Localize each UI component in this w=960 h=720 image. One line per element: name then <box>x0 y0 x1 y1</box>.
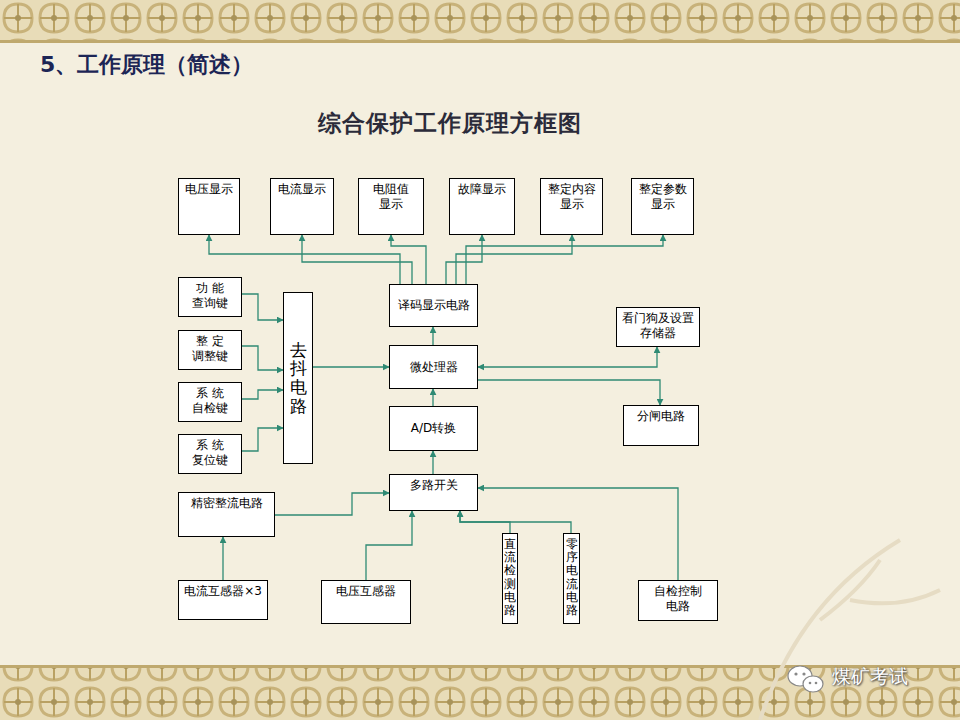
box-label: 电压显示 <box>185 182 233 197</box>
signal-arrow <box>466 235 663 284</box>
box-label: 微处理器 <box>410 360 458 375</box>
block-box: 看门狗及设置存储器 <box>616 307 700 347</box>
box-label: 整 定 调整键 <box>190 334 230 364</box>
top-rule <box>0 40 960 43</box>
box-label: 整定参数显示 <box>638 182 688 212</box>
block-box: 故障显示 <box>449 178 515 235</box>
box-label: 整定内容显示 <box>547 182 597 212</box>
box-label: 去抖电路 <box>290 341 307 416</box>
signal-arrow <box>432 451 433 474</box>
bottom-rule <box>0 665 960 668</box>
signal-arrow <box>432 389 433 406</box>
block-box: 整定参数显示 <box>631 178 694 235</box>
box-label: 看门狗及设置存储器 <box>620 311 696 341</box>
wechat-icon <box>788 666 823 692</box>
signal-arrow <box>242 346 283 370</box>
signal-arrow <box>478 380 660 405</box>
block-box: A/D转换 <box>389 406 478 451</box>
box-label: 系 统 自检键 <box>190 386 230 416</box>
box-label: A/D转换 <box>411 421 457 436</box>
box-label: 电阻值显示 <box>372 182 410 212</box>
box-label: 多路开关 <box>410 478 458 493</box>
block-box: 译码显示电路 <box>389 284 478 327</box>
faint-branch <box>760 540 940 720</box>
signal-arrow <box>302 235 412 284</box>
vertical-box: 去抖电路 <box>283 292 313 464</box>
signal-arrow <box>446 235 482 284</box>
signal-arrow <box>313 366 389 367</box>
diagram-title: 综合保护工作原理方框图 <box>0 108 930 139</box>
box-label: 电流显示 <box>278 182 326 197</box>
signal-arrow <box>242 390 283 399</box>
top-band <box>0 0 960 40</box>
block-box: 整定内容显示 <box>540 178 603 235</box>
signal-arrow <box>222 537 223 580</box>
box-label: 功 能 查询键 <box>190 281 230 311</box>
block-box: 多路开关 <box>389 474 478 511</box>
block-box: 电压显示 <box>178 178 240 235</box>
block-box: 功 能 查询键 <box>178 277 242 317</box>
box-label: 故障显示 <box>458 182 506 197</box>
signal-arrow <box>242 428 283 451</box>
signal-arrow <box>366 511 412 580</box>
box-label: 电压互感器 <box>336 584 396 599</box>
block-box: 分闸电路 <box>623 405 699 446</box>
block-box: 电压互感器 <box>321 580 411 624</box>
block-box: 整 定 调整键 <box>178 330 242 370</box>
box-label: 分闸电路 <box>637 409 685 424</box>
block-box: 系 统 复位键 <box>178 434 242 474</box>
signal-arrow <box>456 235 572 284</box>
bottom-band <box>0 668 960 720</box>
block-box: 电阻值显示 <box>358 178 424 235</box>
vertical-box: 直流检测电路 <box>502 533 518 624</box>
block-box: 电流显示 <box>270 178 334 235</box>
box-label: 精密整流电路 <box>191 496 263 511</box>
box-label: 译码显示电路 <box>398 298 470 313</box>
signal-arrow <box>460 511 571 533</box>
box-label: 自检控制电路 <box>653 584 703 614</box>
box-label: 电流互感器×3 <box>184 584 262 599</box>
section-heading: 5、工作原理（简述） <box>40 50 253 80</box>
block-box: 自检控制电路 <box>638 580 718 621</box>
block-box: 电流互感器×3 <box>178 580 268 620</box>
signal-arrow <box>432 327 433 345</box>
block-box: 精密整流电路 <box>178 492 275 537</box>
box-label: 直流检测电路 <box>504 538 516 617</box>
signal-arrow <box>391 235 426 284</box>
signal-arrow <box>478 347 657 367</box>
block-box: 系 统 自检键 <box>178 382 242 422</box>
vertical-box: 零序电流电路 <box>563 533 580 624</box>
signal-arrow <box>275 493 389 515</box>
box-label: 零序电流电路 <box>566 538 578 617</box>
block-box: 微处理器 <box>389 345 478 389</box>
box-label: 系 统 复位键 <box>190 438 230 468</box>
watermark: 煤矿考试 <box>832 664 908 690</box>
signal-arrow <box>242 294 283 320</box>
